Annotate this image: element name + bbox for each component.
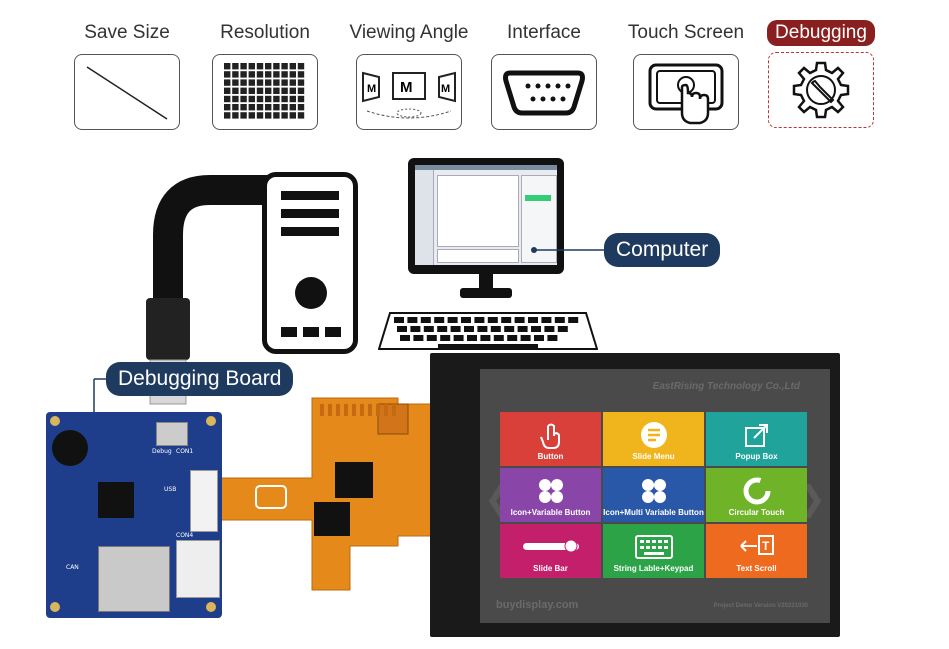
tile-icon-variable-button[interactable]: Icon+Variable Button [500, 468, 601, 522]
tile-circular-touch[interactable]: Circular Touch [706, 468, 807, 522]
tab-label: Viewing Angle [349, 22, 469, 43]
board-label-debug: Debug [152, 448, 172, 455]
tab-label: Save Size [84, 22, 170, 43]
svg-text:T: T [762, 539, 770, 553]
board-label-con4: CON4 [176, 532, 194, 539]
tile-label: Slide Menu [632, 452, 675, 461]
footer-site: buydisplay.com [496, 599, 579, 611]
svg-text:M: M [367, 83, 376, 95]
footer-version: Project Demo Version V20231030 [713, 603, 808, 609]
monitor-stand [479, 274, 493, 288]
tab-debugging[interactable]: Debugging [756, 0, 886, 128]
brand-text: EastRising Technology Co.,Ltd [652, 381, 800, 392]
tab-interface[interactable]: Interface [479, 0, 609, 130]
main-chip [98, 482, 134, 518]
tab-label: Debugging [767, 20, 875, 46]
tile-text-scroll[interactable]: T Text Scroll [706, 524, 807, 578]
pc-tower [262, 172, 358, 354]
svg-text:M: M [400, 79, 413, 96]
pixel-grid-icon [212, 54, 318, 130]
buzzer [52, 430, 88, 466]
tab-save-size[interactable]: Save Size [62, 0, 192, 130]
board-label-usb: USB [164, 486, 177, 493]
tile-slide-bar[interactable]: Slide Bar [500, 524, 601, 578]
tile-label: String Lable+Keypad [613, 564, 694, 573]
ffc-connector [190, 470, 218, 532]
sd-card-slot [98, 546, 170, 612]
tab-label: Interface [507, 22, 581, 43]
tile-label: Popup Box [735, 452, 778, 461]
monitor-base [460, 288, 512, 298]
touch-screen-icon [633, 54, 739, 130]
monitor-screen [415, 165, 557, 265]
tile-label: Circular Touch [728, 508, 785, 517]
tile-string-lable-keypad[interactable]: String Lable+Keypad [603, 524, 704, 578]
tile-icon-multi-variable-button[interactable]: Icon+Multi Variable Button [603, 468, 704, 522]
serial-port-icon [491, 54, 597, 130]
gear-wrench-icon [768, 52, 874, 128]
debugging-board-callout: Debugging Board [106, 362, 294, 396]
tab-resolution[interactable]: Resolution [200, 0, 330, 130]
debugging-board: CAN USB Debug CON1 CON4 [46, 412, 222, 618]
display-module: EastRising Technology Co.,Ltd ❮ ❯ Button… [430, 353, 840, 637]
keyboard [378, 312, 598, 350]
tile-label: Slide Bar [533, 564, 568, 573]
tab-viewing-angle[interactable]: Viewing Angle M M M [344, 0, 474, 130]
tile-button[interactable]: Button [500, 412, 601, 466]
diagonal-line-icon [74, 54, 180, 130]
svg-text:M: M [441, 83, 450, 95]
connector-con4 [176, 540, 220, 598]
computer-callout: Computer [604, 233, 721, 267]
tile-label: Text Scroll [736, 564, 777, 573]
board-label-can: CAN [66, 564, 79, 571]
usb-port [156, 422, 188, 446]
monitor [408, 158, 564, 274]
viewing-angle-icon: M M M [356, 54, 462, 130]
tab-touch-screen[interactable]: Touch Screen [621, 0, 751, 130]
display-panel: EastRising Technology Co.,Ltd ❮ ❯ Button… [480, 369, 830, 623]
tile-label: Icon+Multi Variable Button [603, 508, 704, 517]
tile-slide-menu[interactable]: Slide Menu [603, 412, 704, 466]
tile-label: Icon+Variable Button [510, 508, 591, 517]
tab-label: Touch Screen [627, 22, 745, 43]
tab-label: Resolution [220, 22, 310, 43]
tile-popup-box[interactable]: Popup Box [706, 412, 807, 466]
tile-label: Button [537, 452, 564, 461]
board-label-con1: CON1 [176, 448, 194, 455]
